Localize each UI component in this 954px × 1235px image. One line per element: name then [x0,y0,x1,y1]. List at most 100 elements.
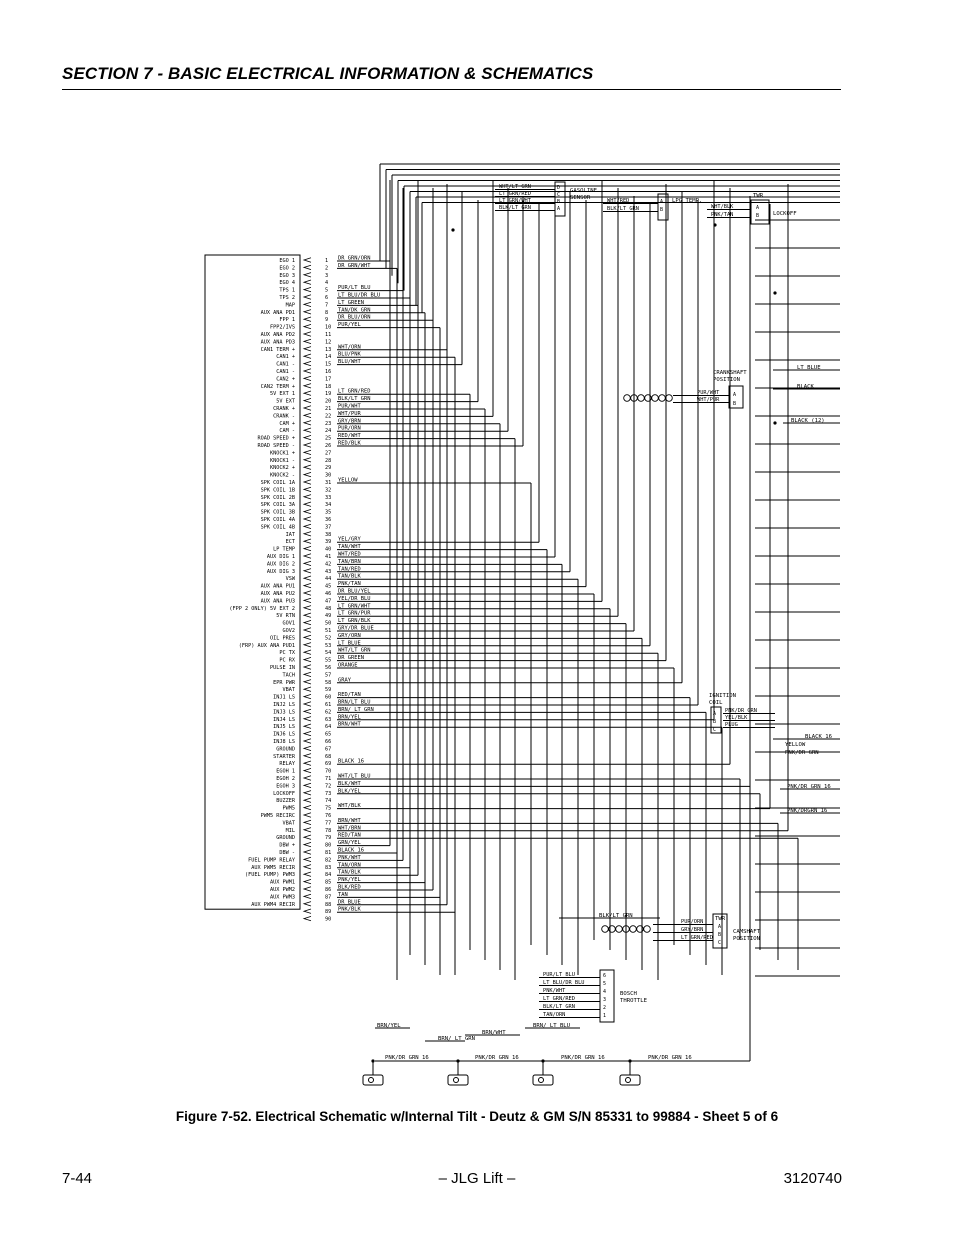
connector-pin-label: A [557,206,560,212]
wire-number: 3 [325,273,328,279]
wire-color-label: GRN/YEL [338,840,361,846]
component-label: LOCKOFF [773,211,797,217]
connector-arrow-icon [302,716,312,722]
ecm-pin-label: INJ6 LS [273,732,295,738]
ecm-connector-block [204,254,301,910]
connector-arrow-icon [302,301,312,307]
connector-arrow-icon [302,538,312,544]
junction-dot [628,1059,632,1063]
wire-color-label: LT GRN/BLK [338,618,371,624]
ecm-pin-label: EGO 3 [279,273,295,279]
wire-color-label: BLK/LT GRN [599,913,633,919]
ecm-pin-label: AUX ANA PD3 [261,339,295,345]
wire-number: 35 [325,510,331,516]
wire-color-label: PUR/ORN [681,919,703,925]
wire-color-label: PNK/DRGRN 16 [787,808,827,814]
wire-number: 12 [325,339,331,345]
wire-number: 57 [325,672,331,678]
wire-number: 24 [325,428,331,434]
component-label: GASOLINE [570,188,598,194]
twisted-pair-icon [637,394,645,402]
wire-color-label: DR GREEN [338,655,364,661]
wire-number: 48 [325,606,331,612]
wire-color-label: PNK/DR GRN [785,750,819,756]
connector-pin-label: B [557,199,560,205]
lpg-temp-connector [657,193,669,221]
connector-pin-label: B [756,213,759,219]
ecm-pin-label: GROUND [276,835,295,841]
ecm-pin-label: KNOCK2 - [270,473,295,479]
junction-dot [456,1059,460,1063]
ecm-pin-label: AUX DIG 1 [267,554,295,560]
ecm-pin-label: TPS 1 [279,288,295,294]
wire-number: 42 [325,561,331,567]
wire-color-label: PUR/LT BLU [338,285,370,291]
connector-arrow-icon [302,398,312,404]
wire-number: 37 [325,524,331,530]
connector-arrow-icon [302,627,312,633]
ecm-pin-label: MIL [286,828,295,834]
ecm-pin-label: FPP 1 [279,317,295,323]
wire-color-label: PLUG [725,722,738,728]
wire-color-label: LT BLU/DR BLU [543,980,584,986]
wire-number: 69 [325,761,331,767]
ecm-pin-label: AUX PWM1 [270,880,295,886]
connector-pin-label: 6 [603,973,606,979]
wire-color-label: DR BLUE [338,899,361,905]
wire-number: 54 [325,650,331,656]
ecm-pin-label: CAM + [279,421,295,427]
ecm-pin-label: CAN1 - [276,369,295,375]
connector-arrow-icon [302,575,312,581]
ecm-pin-label: AUX ANA PU3 [261,598,295,604]
wire-number: 78 [325,828,331,834]
wire-color-label: BLK/LT GRN [543,1004,575,1010]
ecm-pin-label: PWM5 RECIRC [261,813,295,819]
wire-color-label: WHT/BRN [338,825,361,831]
wire-color-label: WHT/RED [338,552,361,558]
bulb-icon [453,1077,459,1083]
connector-arrow-icon [302,834,312,840]
bulb-connector-icon [362,1074,384,1086]
connector-arrow-icon [302,272,312,278]
wire-color-label: LT GRN/PUR [338,611,371,617]
wire-color-label: BRN/ LT GRN [338,707,374,713]
connector-arrow-icon [302,560,312,566]
connector-arrow-icon [302,760,312,766]
wire-number: 61 [325,702,331,708]
twisted-pair-icon [629,925,637,933]
connector-pin-label: C [557,192,560,198]
connector-arrow-icon [302,738,312,744]
wire-number: 40 [325,547,331,553]
ecm-pin-label: SPK COIL 3A [261,502,296,508]
ecm-pin-label: SPK COIL 3B [261,510,295,516]
wire-color-label: YEL/GRY [338,537,361,543]
connector-arrow-icon [302,546,312,552]
wire-color-label: BLK/RED [338,885,361,891]
connector-arrow-icon [302,309,312,315]
wire-color-label: PNK/DR GRN 16 [475,1055,519,1061]
wire-number: 25 [325,436,331,442]
ecm-pin-label: AUX ANA PD2 [261,332,295,338]
connector-arrow-icon [302,486,312,492]
ecm-pin-label: VBAT [283,820,296,826]
bulb-connector-icon [532,1074,554,1086]
wire-color-label: BLK/YEL [338,788,361,794]
wire-color-label: ORANGE [338,663,357,669]
wire-color-label: TAN/WHT [338,544,361,550]
wire-color-label: BRN/YEL [377,1023,401,1029]
ecm-pin-label: PULSE IN [270,665,295,671]
wire-number: 52 [325,635,331,641]
connector-arrow-icon [302,708,312,714]
component-label: THROTTLE [620,998,648,1004]
connector-pin-label: A [733,392,736,398]
wire-number: 64 [325,724,331,730]
wire-color-label: YEL/DR BLU [338,596,370,602]
component-label: BOSCH [620,991,637,997]
connector-arrow-icon [302,264,312,270]
wire-number: 68 [325,754,331,760]
connector-arrow-icon [302,723,312,729]
wire-number: 26 [325,443,331,449]
wire-number: 33 [325,495,331,501]
connector-arrow-icon [302,523,312,529]
wire-number: 56 [325,665,331,671]
